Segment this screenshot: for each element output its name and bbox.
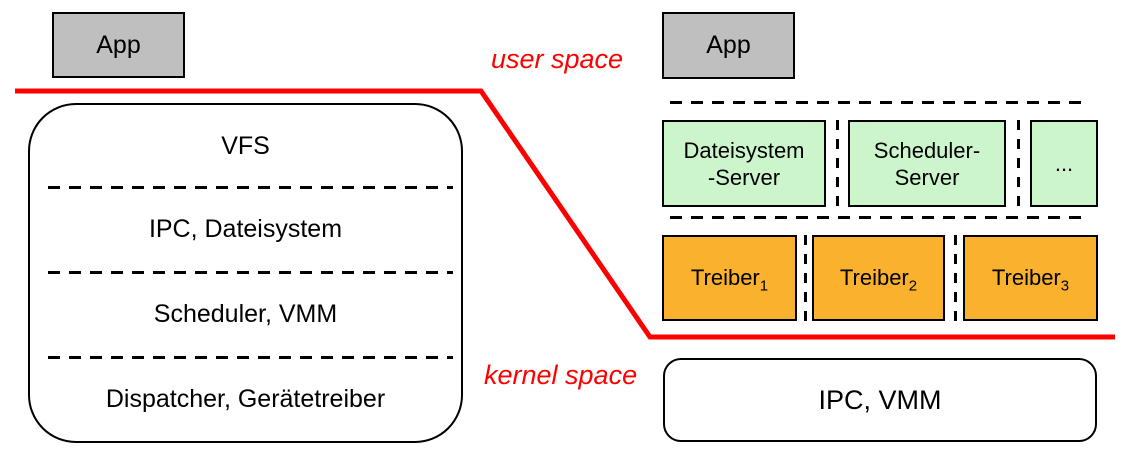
driver-label: Treiber3 [991, 265, 1070, 295]
monolithic-app-label: App [96, 30, 141, 59]
server-label: Scheduler-Server [873, 137, 981, 190]
layer-scheduler-vmm: Scheduler, VMM [153, 300, 338, 328]
monolithic-app-box: App [52, 12, 185, 78]
dashed-separator-v [954, 235, 957, 321]
layer-vfs: VFS [221, 131, 270, 160]
microkernel-app-box: App [662, 12, 795, 79]
user-space-label: user space [491, 44, 624, 74]
dashed-separator-v [836, 120, 839, 207]
microkernel-core-box: IPC, VMM [663, 358, 1097, 442]
layer-dispatcher-geraetetreiber: Dispatcher, Gerätetreiber [105, 384, 386, 413]
server-label: ... [1054, 151, 1074, 176]
server-box-scheduler: Scheduler-Server [848, 120, 1006, 207]
driver-label: Treiber2 [839, 265, 918, 295]
dashed-separator-h [670, 101, 1088, 104]
server-box-ellipsis: ... [1030, 120, 1098, 207]
dashed-separator-v [1017, 120, 1020, 207]
driver-box-2: Treiber2 [812, 235, 945, 321]
server-box-dateisystem: Dateisystem-Server [662, 120, 826, 207]
driver-label: Treiber1 [690, 265, 769, 295]
dashed-separator-h [670, 216, 1088, 219]
server-label: Dateisystem-Server [683, 137, 805, 190]
dashed-separator-h [48, 356, 453, 359]
kernel-space-label: kernel space [484, 360, 638, 390]
monolithic-kernel-box: VFS IPC, Dateisystem Scheduler, VMM Disp… [28, 103, 463, 443]
driver-box-3: Treiber3 [963, 235, 1098, 321]
layer-ipc-dateisystem: IPC, Dateisystem [148, 215, 343, 243]
driver-box-1: Treiber1 [662, 235, 797, 321]
microkernel-app-label: App [706, 31, 751, 59]
microkernel-core-label: IPC, VMM [818, 384, 942, 415]
dashed-separator-v [804, 235, 807, 321]
